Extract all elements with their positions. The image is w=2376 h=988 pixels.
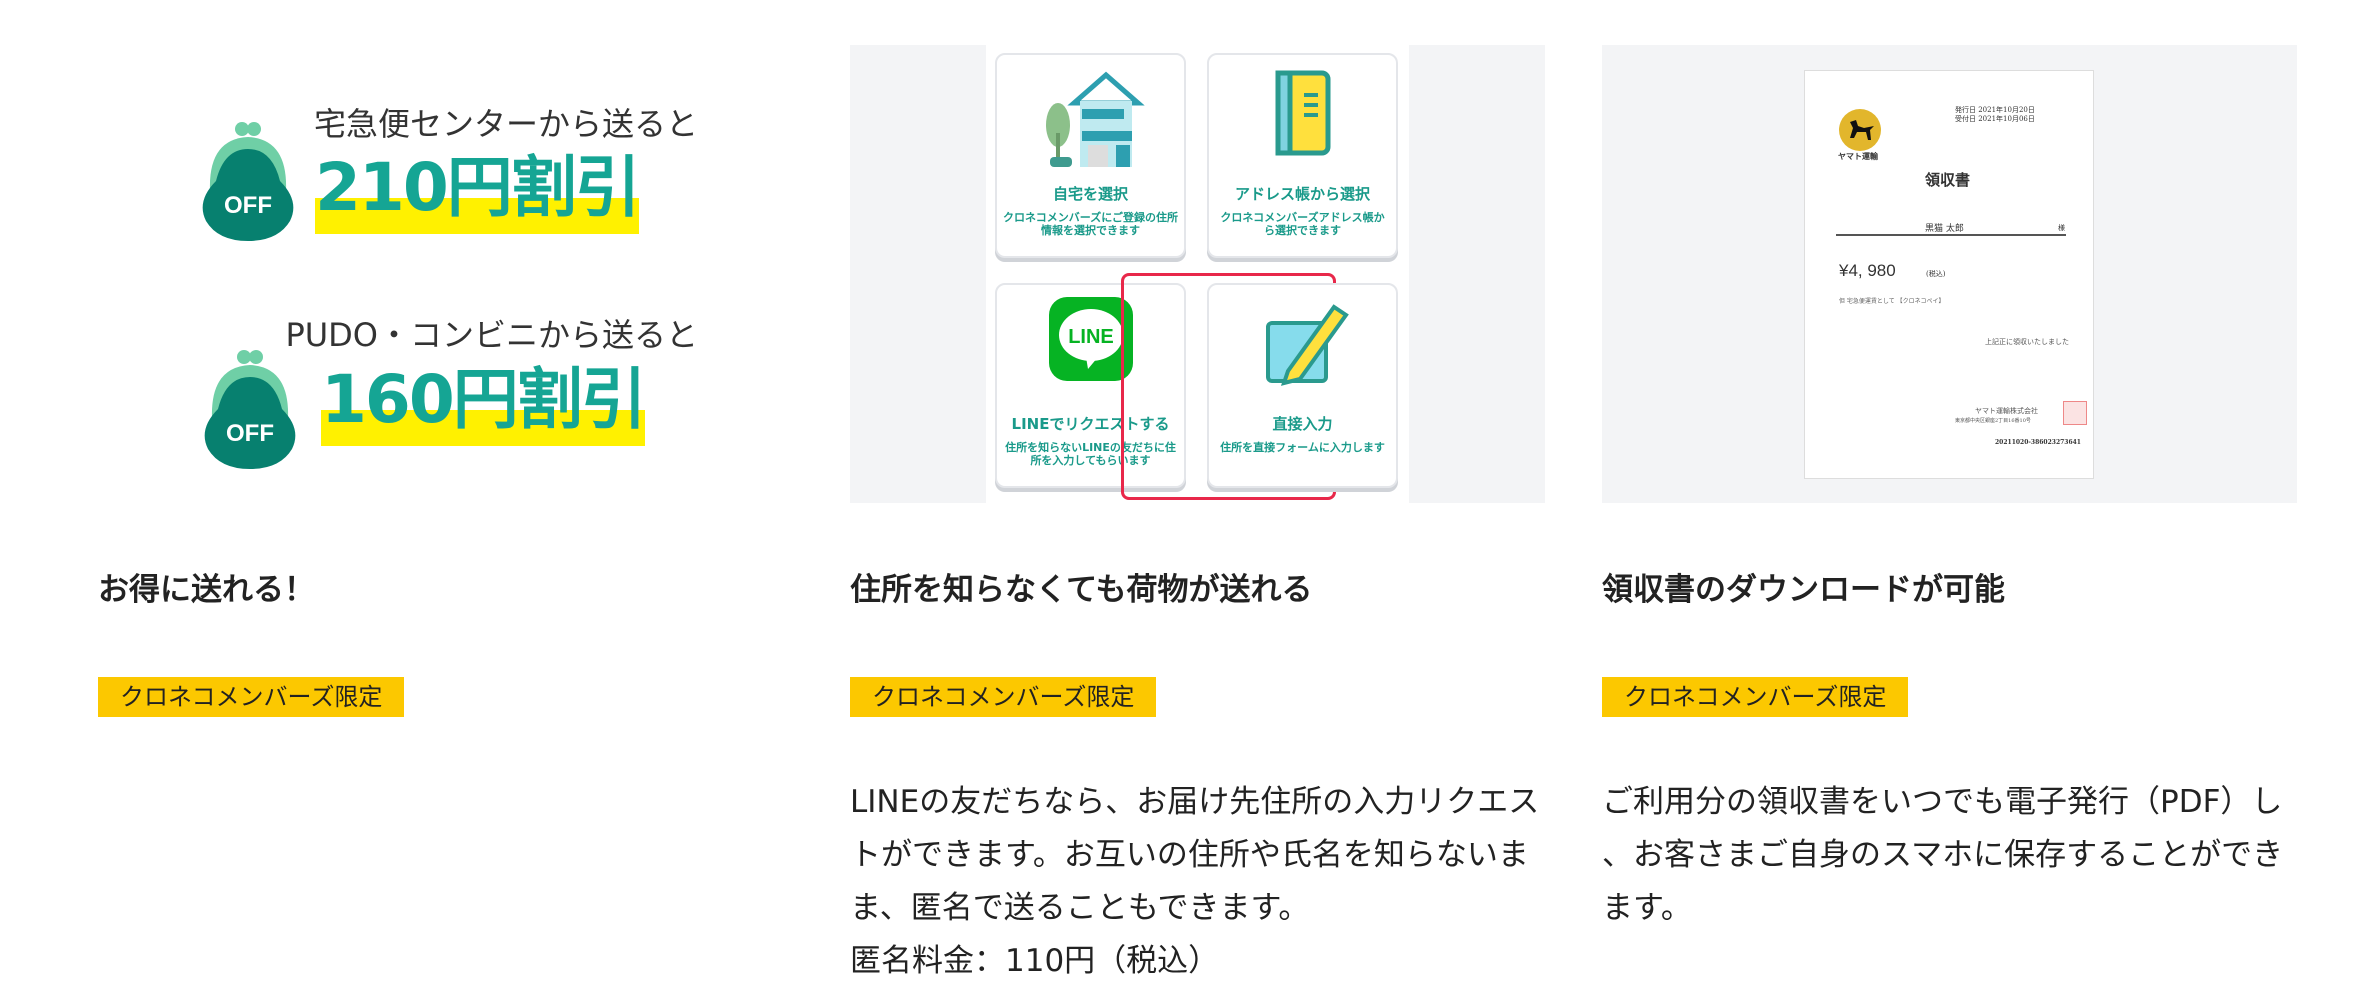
- receipt-purpose: 但 宅急便運賃として 【クロネコペイ】: [1839, 298, 1945, 305]
- options-panel: 自宅を選択 クロネコメンバーズにご登録の住所情報を選択できます アドレス帳から選…: [986, 45, 1409, 503]
- line-icon: LINE: [1048, 297, 1133, 381]
- promo-heading-convenience: PUDO・コンビニから送ると: [285, 316, 698, 354]
- svg-text:OFF: OFF: [224, 192, 272, 219]
- card-direct-input: 直接入力 住所を直接フォームに入力します: [1207, 283, 1398, 488]
- promo-heading-center: 宅急便センターから送ると: [313, 105, 698, 143]
- card-subtitle: 住所を知らないLINEの友だちに住所を入力してもらいます: [1005, 441, 1176, 467]
- receipt-amount: ¥4, 980: [1839, 261, 1896, 280]
- svg-text:OFF: OFF: [226, 420, 274, 447]
- name-underline: [1836, 234, 2066, 236]
- accept-date: 受付日 2021年10月06日: [1955, 115, 2035, 123]
- issue-date: 発行日 2021年10月20日: [1955, 106, 2035, 114]
- house-icon: [1045, 71, 1145, 167]
- members-only-badge: クロネコメンバーズ限定: [850, 677, 1157, 717]
- yamato-logo-icon: [1839, 109, 1881, 151]
- promo-discount-center: 210円割引: [315, 148, 641, 234]
- receipt-heading: 領収書: [1925, 171, 1971, 189]
- card-line-request[interactable]: LINE LINEでリクエストする 住所を知らないLINEの友だちに住所を入力し…: [995, 283, 1186, 488]
- purse-off-icon: OFF: [202, 122, 294, 241]
- tax-note: (税込): [1926, 270, 1946, 278]
- card-subtitle: 住所を直接フォームに入力します: [1220, 441, 1385, 454]
- members-only-badge: クロネコメンバーズ限定: [1602, 677, 1909, 717]
- recipient-name: 黒猫 太郎: [1925, 224, 1964, 234]
- description-text: LINEの友だちなら、お届け先住所の入力リクエストができます。お互いの住所や氏名…: [850, 784, 1540, 926]
- company-address: 東京都中央区銀座2丁目16番10号: [1955, 418, 2031, 424]
- card-subtitle: クロネコメンバーズアドレス帳から選択できます: [1220, 211, 1385, 237]
- feature-title: お得に送れる！: [98, 572, 315, 608]
- svg-text:LINE: LINE: [1068, 326, 1114, 348]
- card-title: 直接入力: [1272, 415, 1333, 433]
- card-select-home: 自宅を選択 クロネコメンバーズにご登録の住所情報を選択できます: [995, 53, 1186, 258]
- card-subtitle: クロネコメンバーズにご登録の住所情報を選択できます: [1003, 211, 1179, 237]
- logo-text: ヤマト運輸: [1838, 152, 1878, 161]
- feature-title: 住所を知らなくても荷物が送れる: [850, 572, 1313, 608]
- address-options-visual: 自宅を選択 クロネコメンバーズにご登録の住所情報を選択できます アドレス帳から選…: [850, 45, 1545, 503]
- discount-visual: OFF 宅急便センターから送ると 210円割引 OFF PUDO・コンビニから送…: [98, 45, 793, 503]
- feature-description: ご利用分の領収書をいつでも電子発行（PDF）し、お客さまご自身のスマホに保存する…: [1602, 784, 2284, 926]
- card-title: 自宅を選択: [1052, 185, 1128, 203]
- discount-text: 210円割引: [315, 149, 641, 226]
- company-seal: [2063, 401, 2087, 425]
- pencil-icon: [1265, 304, 1349, 386]
- address-book-icon: [1275, 70, 1330, 156]
- receipt-number: 20211020-386023273641: [1995, 439, 2081, 446]
- company-name: ヤマト運輸株式会社: [1975, 407, 2038, 415]
- card-title: アドレス帳から選択: [1234, 185, 1370, 203]
- received-statement: 上記正に領収いたしました: [1985, 338, 2069, 346]
- honorific: 様: [2058, 224, 2065, 232]
- card-title: LINEでリクエストする: [1011, 415, 1170, 433]
- discount-text: 160円割引: [321, 361, 647, 438]
- feature-title: 領収書のダウンロードが可能: [1602, 572, 2005, 608]
- receipt-visual: 発行日 2021年10月20日 受付日 2021年10月06日 ヤマト運輸 領収…: [1602, 45, 2297, 503]
- receipt-document: 発行日 2021年10月20日 受付日 2021年10月06日 ヤマト運輸 領収…: [1804, 70, 2094, 479]
- members-only-badge: クロネコメンバーズ限定: [98, 677, 405, 717]
- anonymous-fee: 匿名料金：110円（税込）: [850, 943, 1220, 979]
- feature-description: LINEの友だちなら、お届け先住所の入力リクエストができます。お互いの住所や氏名…: [850, 776, 1540, 988]
- purse-off-icon: OFF: [204, 350, 296, 469]
- promo-discount-convenience: 160円割引: [321, 360, 647, 446]
- card-address-book: アドレス帳から選択 クロネコメンバーズアドレス帳から選択できます: [1207, 53, 1398, 258]
